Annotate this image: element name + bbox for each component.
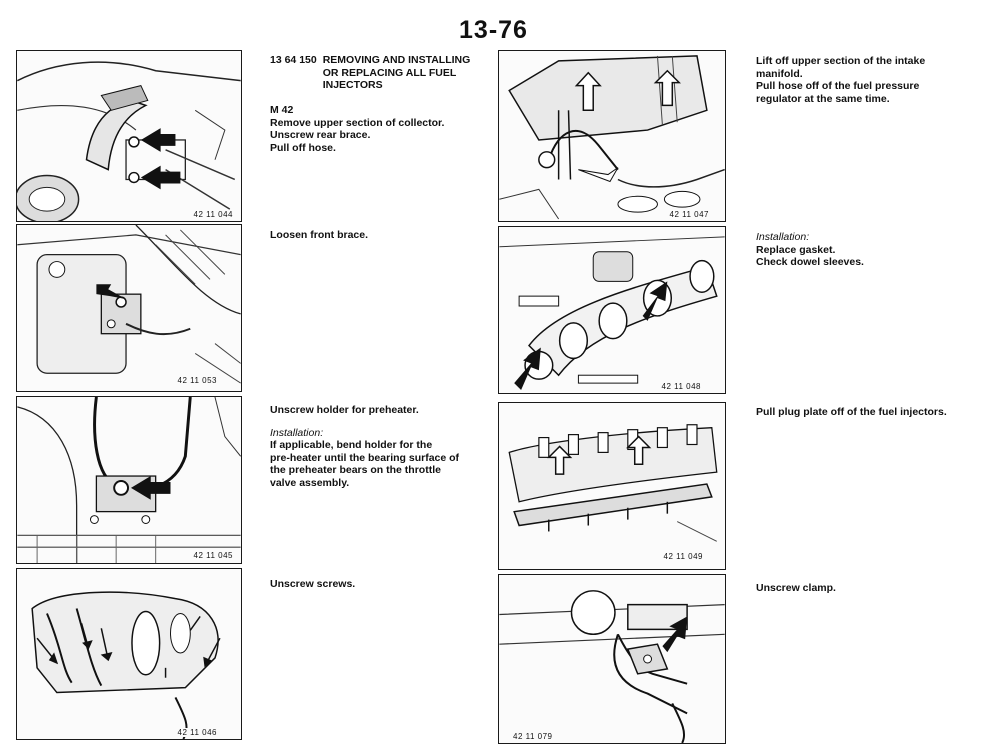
section-heading: 13 64 150 REMOVING AND INSTALLING OR REP… bbox=[270, 54, 488, 92]
text-line: Check dowel sleeves. bbox=[756, 256, 864, 268]
text-line: regulator at the same time. bbox=[756, 92, 890, 105]
figure-code: 42 11 049 bbox=[661, 552, 705, 561]
step-text-5: Lift off upper section of the intake man… bbox=[756, 55, 925, 105]
figure-manifold-screws: 42 11 046 bbox=[16, 568, 242, 740]
text-line: valve assembly. bbox=[270, 476, 350, 489]
text-line: pre-heater until the bearing surface of bbox=[270, 451, 460, 464]
text-line: Replace gasket. bbox=[756, 243, 836, 256]
section-number: 13 64 150 bbox=[270, 54, 317, 66]
text-line: Unscrew rear brace. bbox=[270, 129, 371, 141]
figure-code: 42 11 079 bbox=[511, 732, 555, 741]
step-text-4: Unscrew screws. bbox=[270, 578, 355, 591]
illustration-manifold bbox=[31, 591, 221, 739]
figure-clamp: 42 11 079 bbox=[498, 574, 726, 744]
figure-plug-plate: 42 11 049 bbox=[498, 402, 726, 570]
step-text-3: Unscrew holder for preheater. Installati… bbox=[270, 404, 459, 489]
figure-preheater-holder: 42 11 045 bbox=[16, 396, 242, 564]
figure-code: 42 11 053 bbox=[175, 376, 219, 385]
text-line: Unscrew holder for preheater. bbox=[270, 404, 419, 416]
illustration-preheater bbox=[17, 397, 241, 563]
text-line: Unscrew screws. bbox=[270, 578, 356, 590]
figure-code: 42 11 046 bbox=[175, 728, 219, 737]
illustration-injector-rail bbox=[508, 424, 718, 542]
text-line: the preheater bears on the throttle bbox=[270, 464, 441, 476]
figure-code: 42 11 044 bbox=[191, 210, 235, 219]
illustration-gasket bbox=[499, 236, 725, 391]
text-line: Pull plug plate off of the fuel injector… bbox=[756, 406, 947, 418]
section-title: REMOVING AND INSTALLING OR REPLACING ALL… bbox=[322, 54, 471, 91]
illustration-clamp bbox=[499, 590, 725, 743]
step-text-1: M 42 Remove upper section of collector. … bbox=[270, 104, 444, 154]
illustration-collector-brace bbox=[17, 61, 241, 221]
illustration-front-brace bbox=[17, 225, 241, 384]
text-line: If applicable, bend holder for the bbox=[270, 439, 433, 451]
step-text-8: Unscrew clamp. bbox=[756, 582, 836, 595]
step-text-6: Installation: Replace gasket. Check dowe… bbox=[756, 231, 864, 269]
figure-gasket: 42 11 048 bbox=[498, 226, 726, 394]
text-line: manifold. bbox=[756, 67, 803, 80]
figure-code: 42 11 048 bbox=[659, 382, 703, 391]
installation-label: Installation: bbox=[756, 231, 810, 243]
figure-rear-brace-hose: 42 11 044 bbox=[16, 50, 242, 222]
text-line: Remove upper section of collector. bbox=[270, 116, 445, 129]
figure-lift-intake: 42 11 047 bbox=[498, 50, 726, 222]
text-line: Loosen front brace. bbox=[270, 229, 369, 241]
figure-code: 42 11 047 bbox=[667, 210, 711, 219]
illustration-intake-lift bbox=[499, 55, 725, 220]
step-text-7: Pull plug plate off of the fuel injector… bbox=[756, 406, 947, 419]
figure-front-brace: 42 11 053 bbox=[16, 224, 242, 392]
text-line: Pull hose off of the fuel pressure bbox=[756, 80, 920, 92]
figure-code: 42 11 045 bbox=[191, 551, 235, 560]
text-line: M 42 bbox=[270, 104, 294, 116]
text-line: Unscrew clamp. bbox=[756, 582, 836, 594]
installation-label: Installation: bbox=[270, 426, 324, 439]
page-number: 13-76 bbox=[459, 16, 528, 44]
step-text-2: Loosen front brace. bbox=[270, 229, 368, 242]
text-line: Lift off upper section of the intake bbox=[756, 55, 926, 67]
text-line: Pull off hose. bbox=[270, 141, 336, 154]
